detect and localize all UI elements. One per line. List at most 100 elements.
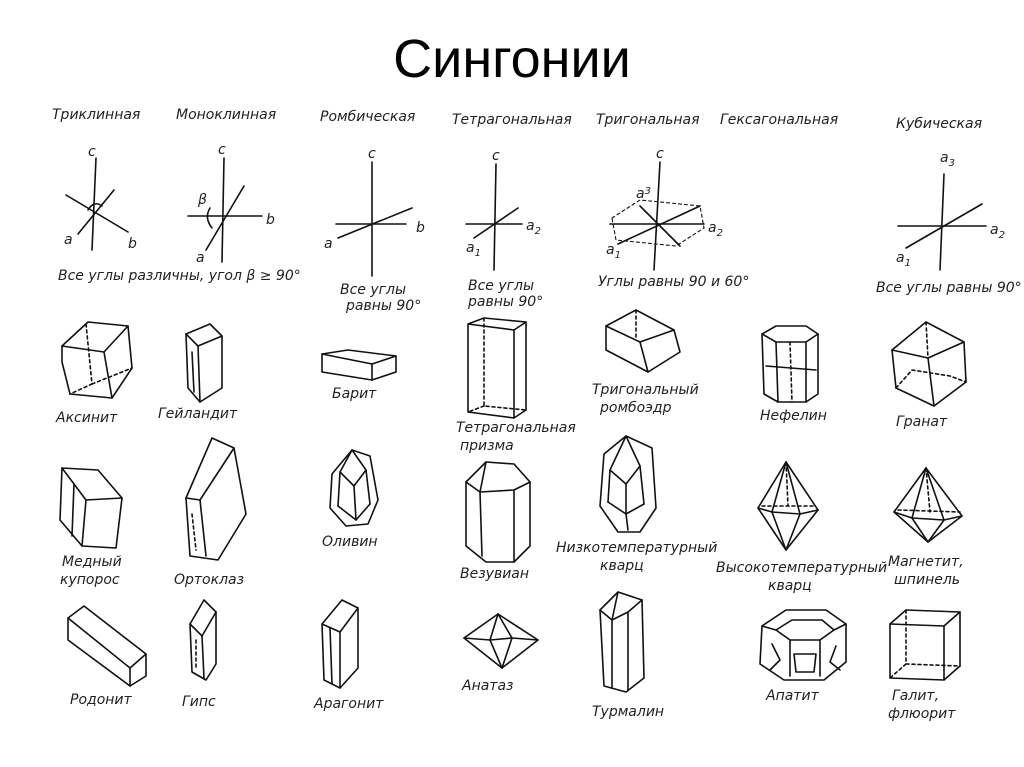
crystal-magnetit [893,467,963,543]
label-low-quartz-line1: Низкотемпературный [556,540,717,556]
cubic-axes: a3 a1 a2 Все углы равны 90° [876,150,1022,296]
header-tetragonal: Тетрагональная [452,112,572,128]
label-medny-line2: купорос [60,572,120,588]
cubic-note: Все углы равны 90° [876,280,1022,296]
header-orthorhombic: Ромбическая [320,109,415,125]
axis-b-label: b [416,220,425,236]
axis-b-label: b [266,212,275,228]
header-monoclinic: Моноклинная [176,107,276,123]
slide-title: Сингонии [393,29,631,89]
label-high-quartz-line2: кварц [768,578,812,594]
label-anataz: Анатаз [461,678,514,694]
axis-a3-subscript: 3 [645,186,651,197]
header-triclinic: Триклинная [52,107,140,123]
crystal-turmalin [599,591,645,693]
header-hexagonal: Гексагональная [720,112,838,128]
trigonal-note: Углы равны 90 и 60° [598,274,749,290]
header-trigonal: Тригональная [596,112,700,128]
axis-a1-label: a1 [606,242,621,261]
axis-a3-label: a3 [636,186,651,202]
label-olivin: Оливин [322,534,378,550]
axis-c-label: c [218,142,226,158]
tetragonal-axes: c a1 a2 Все углы равны 90° [465,148,543,310]
axis-a2-subscript: 2 [717,228,723,239]
label-romboedr-line1: Тригональный [592,382,699,398]
orthorhombic-note-line1: Все углы [340,282,406,298]
axis-a1-label: a1 [466,240,481,259]
axis-a2-letter: a [526,218,535,234]
label-apatit: Апатит [765,688,820,704]
label-turmalin: Турмалин [592,704,664,720]
crystal-aksinit [61,321,133,399]
label-barit: Барит [332,386,377,402]
tetragonal-note-line2: равны 90° [467,294,543,310]
crystal-tetragonal-prism [467,317,527,419]
crystal-apatit [759,609,847,681]
label-medny-line1: Медный [62,554,122,570]
crystal-nefelin [761,325,819,403]
axis-a2-label: a2 [990,222,1005,241]
crystal-gips [189,599,217,681]
angle-beta-label: β [197,192,207,208]
axis-c-label: c [88,144,96,160]
label-low-quartz-line2: кварц [600,558,644,574]
triclinic-note: Все углы различны, угол β ≥ 90° [58,268,301,284]
axis-a2-letter: a [708,220,717,236]
label-rodonit: Родонит [70,692,133,708]
axis-c-label: c [492,148,500,164]
axis-a3-label: a3 [940,150,955,169]
axis-a3-letter: a [940,150,949,166]
label-tetragonal-prism-line1: Тетрагональная [456,420,576,436]
orthorhombic-note-line2: равны 90° [345,298,421,314]
label-galit-line1: Галит, [892,688,939,704]
triclinic-axes: c a b [64,144,137,252]
header-cubic: Кубическая [896,116,982,132]
crystal-geilandit [185,323,223,403]
crystal-vezuvian [465,461,531,563]
orthorhombic-axes: c a b Все углы равны 90° [324,146,425,314]
crystal-galit [889,609,961,681]
crystal-anataz [463,613,539,669]
crystal-high-quartz [757,461,819,551]
axis-c-label: c [368,146,376,162]
label-romboedr-line2: ромбоэдр [599,400,672,416]
axis-c-label: c [656,146,664,162]
label-gips: Гипс [182,694,216,710]
label-geilandit: Гейландит [158,406,238,422]
crystal-low-quartz [599,435,657,533]
axis-a2-subscript: 2 [535,226,541,237]
label-aragonit: Арагонит [313,696,384,712]
axis-a2-label: a2 [526,218,541,237]
crystal-barit [321,349,397,381]
axis-a3-letter: a [636,186,645,202]
monoclinic-axes: β c a b [187,142,275,266]
label-aksinit: Аксинит [55,410,118,426]
label-magnetit-line2: шпинель [894,572,960,588]
crystal-olivin [329,449,379,527]
axis-a-label: a [64,232,73,248]
axis-a1-label: a1 [896,250,911,269]
label-ortoklaz: Ортоклаз [174,572,244,588]
axis-a1-letter: a [896,250,905,266]
axis-b-label: b [128,236,137,252]
crystal-rodonit [67,605,147,687]
label-galit-line2: флюорит [888,706,956,722]
crystal-ortoklaz [185,437,247,561]
label-nefelin: Нефелин [760,408,827,424]
axis-a-label: a [324,236,333,252]
axis-a2-subscript: 2 [999,230,1005,241]
axis-a3-subscript: 3 [949,158,955,169]
crystal-medny-kuporos [59,467,123,549]
label-vezuvian: Везувиан [460,566,529,582]
crystal-aragonit [321,599,359,689]
axis-a1-subscript: 1 [615,250,621,261]
label-tetragonal-prism-line2: призма [460,438,514,454]
trigonal-axes: c a3 a1 a2 Углы равны 90 и 60° [598,146,749,290]
crystal-romboedr [605,309,681,373]
axis-a1-letter: a [466,240,475,256]
axis-a1-subscript: 1 [905,258,911,269]
crystal-granat [891,321,967,407]
axis-a1-subscript: 1 [475,248,481,259]
axis-a-label: a [196,250,205,266]
